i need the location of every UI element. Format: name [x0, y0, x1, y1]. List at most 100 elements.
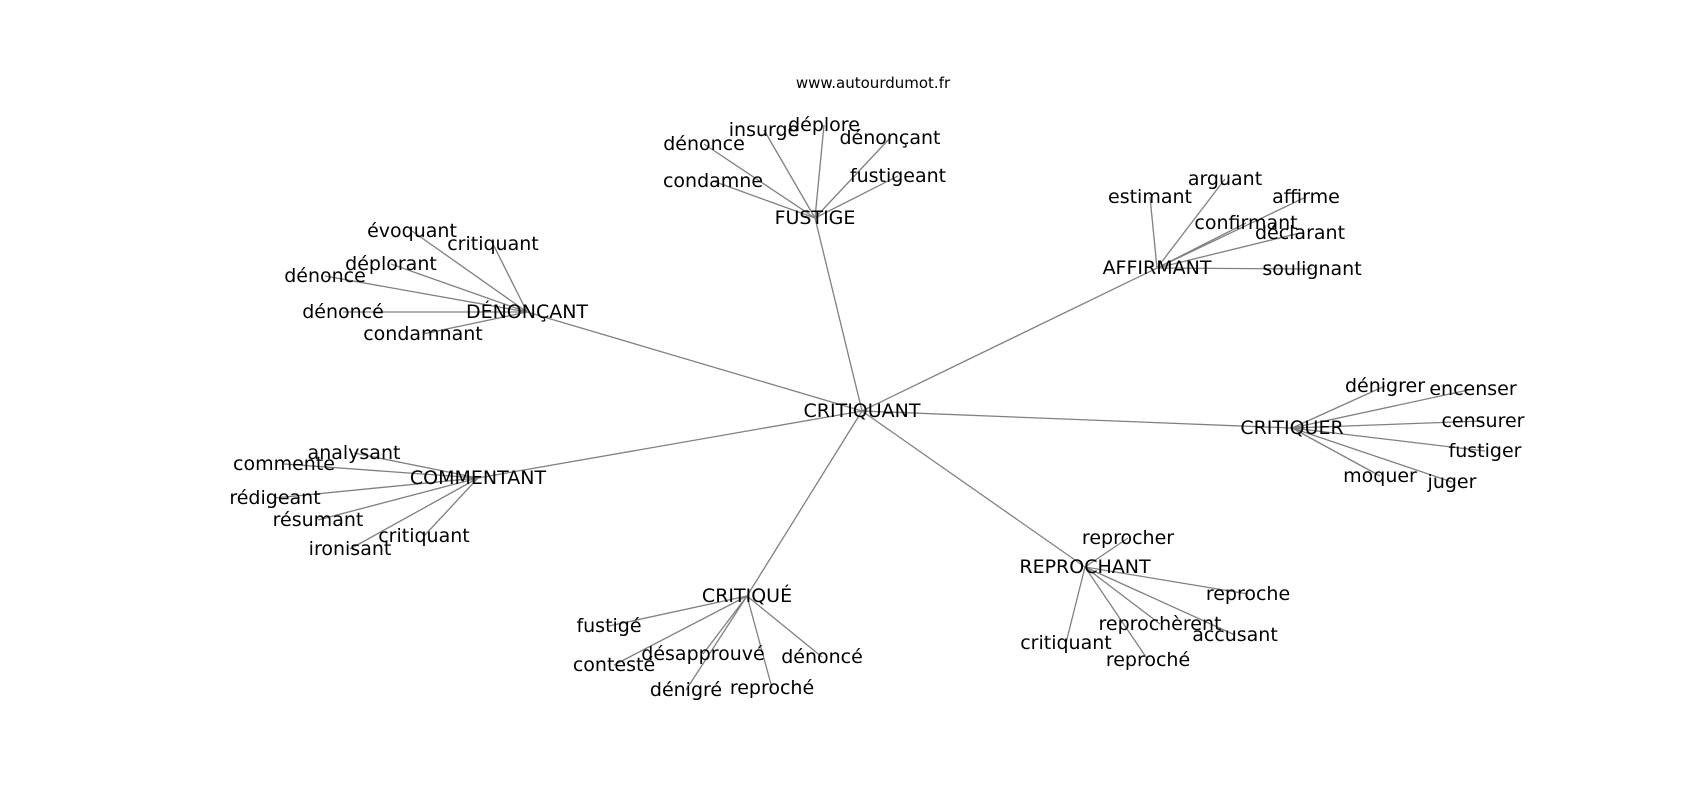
edge-commentant-leaf — [349, 477, 479, 550]
node-leaf: déplorant — [345, 253, 437, 275]
node-leaf: condamnant — [363, 323, 483, 345]
node-hub-reprochant: REPROCHANT — [1019, 556, 1151, 578]
edge-critiquer-leaf — [1291, 427, 1486, 452]
node-leaf: contesté — [573, 654, 655, 676]
edge-critique-leaf — [746, 595, 773, 689]
node-leaf: commente — [233, 453, 335, 475]
node-leaf: dénoncé — [781, 646, 863, 668]
edge-center-reprochant — [861, 410, 1086, 568]
node-leaf: évoquant — [367, 220, 457, 242]
node-leaf: dénoncé — [302, 301, 384, 323]
node-leaf: insurge — [729, 119, 800, 141]
node-leaf: accusant — [1192, 624, 1278, 646]
graph-labels: CRITIQUANTFUSTIGEdénonceinsurgedéploredé… — [229, 114, 1524, 701]
node-leaf: censurer — [1441, 410, 1524, 432]
node-leaf: arguant — [1188, 168, 1262, 190]
node-leaf: confirmant — [1194, 212, 1297, 234]
node-hub-critique: CRITIQUÉ — [702, 584, 792, 607]
node-leaf: désapprouvé — [641, 643, 764, 665]
node-hub-commentant: COMMENTANT — [410, 467, 547, 489]
edge-center-commentant — [477, 410, 863, 479]
edge-affirmant-leaf — [1149, 196, 1158, 269]
edge-commentant-leaf — [317, 477, 479, 521]
node-hub-denoncant: DÉNONÇANT — [466, 300, 588, 323]
edge-affirmant-leaf — [1156, 232, 1301, 269]
node-leaf: ironisant — [309, 538, 392, 560]
edge-center-critiquer — [861, 410, 1293, 429]
graph-edges — [274, 124, 1486, 691]
edge-denoncant-leaf — [411, 230, 528, 313]
edge-center-affirmant — [861, 267, 1158, 412]
edge-denoncant-leaf — [422, 311, 528, 335]
edge-commentant-leaf — [423, 477, 479, 537]
edge-critique-leaf — [608, 595, 748, 627]
edge-reprochant-leaf — [1084, 566, 1236, 636]
node-leaf: reproche — [1206, 583, 1290, 605]
edge-reprochant-leaf — [1084, 537, 1129, 568]
edge-fustige-leaf — [814, 137, 891, 219]
node-leaf: juger — [1427, 471, 1477, 493]
edge-affirmant-leaf — [1156, 222, 1247, 269]
node-leaf: affirme — [1272, 186, 1340, 208]
edge-fustige-leaf — [763, 129, 816, 219]
node-leaf: déclarant — [1255, 222, 1345, 244]
edge-affirmant-leaf — [1156, 267, 1313, 270]
node-leaf: critiquant — [447, 233, 539, 255]
edge-center-denoncant — [526, 311, 863, 412]
edge-commentant-leaf — [353, 452, 479, 479]
node-leaf: analysant — [308, 442, 401, 464]
node-leaf: reproché — [730, 677, 814, 699]
node-leaf: encenser — [1429, 378, 1516, 400]
edge-reprochant-leaf — [1084, 566, 1249, 595]
edge-reprochant-leaf — [1084, 566, 1161, 625]
node-leaf: dénonçant — [839, 127, 940, 149]
node-leaf: fustigé — [576, 615, 641, 637]
edge-fustige-leaf — [814, 175, 899, 219]
node-center: CRITIQUANT — [804, 400, 921, 422]
edge-critiquer-leaf — [1291, 427, 1453, 483]
node-leaf: déplore — [788, 114, 860, 136]
edge-fustige-leaf — [712, 180, 816, 219]
site-watermark: www.autourdumot.fr — [796, 74, 951, 92]
edge-fustige-leaf — [703, 143, 816, 219]
node-hub-affirmant: AFFIRMANT — [1103, 257, 1212, 279]
edge-center-fustige — [814, 217, 863, 412]
node-leaf: critiquant — [378, 525, 470, 547]
edge-commentant-leaf — [283, 463, 479, 479]
node-leaf: dénonce — [663, 133, 745, 155]
node-hub-fustige: FUSTIGE — [775, 207, 856, 229]
edge-critique-leaf — [746, 595, 823, 658]
edge-critique-leaf — [613, 595, 748, 666]
edge-reprochant-leaf — [1084, 566, 1149, 661]
edge-denoncant-leaf — [492, 243, 528, 313]
node-hub-critiquer: CRITIQUER — [1240, 417, 1343, 439]
node-leaf: résumant — [273, 509, 364, 531]
edge-critique-leaf — [702, 595, 748, 655]
node-leaf: dénigrer — [1345, 375, 1425, 397]
node-leaf: soulignant — [1262, 258, 1361, 280]
node-leaf: moquer — [1343, 465, 1417, 487]
edge-fustige-leaf — [814, 124, 825, 219]
edge-denoncant-leaf — [390, 263, 528, 313]
node-leaf: dénigré — [650, 679, 722, 701]
node-leaf: fustigeant — [850, 165, 946, 187]
node-leaf: estimant — [1108, 186, 1192, 208]
edge-denoncant-leaf — [324, 275, 528, 313]
edge-center-critique — [746, 410, 863, 597]
edge-critiquer-leaf — [1291, 420, 1484, 429]
edge-reprochant-leaf — [1065, 566, 1086, 644]
edge-critiquer-leaf — [1291, 385, 1386, 429]
node-leaf: reproché — [1106, 649, 1190, 671]
node-leaf: condamne — [663, 170, 763, 192]
node-leaf: reprochèrent — [1099, 613, 1222, 635]
edge-affirmant-leaf — [1156, 178, 1226, 269]
edge-critiquer-leaf — [1291, 427, 1381, 477]
node-leaf: dénonce — [284, 265, 366, 287]
edge-critique-leaf — [685, 595, 748, 691]
node-leaf: fustiger — [1449, 440, 1522, 462]
node-leaf: rédigeant — [229, 487, 320, 509]
node-leaf: reprocher — [1082, 527, 1174, 549]
edge-commentant-leaf — [274, 477, 479, 499]
